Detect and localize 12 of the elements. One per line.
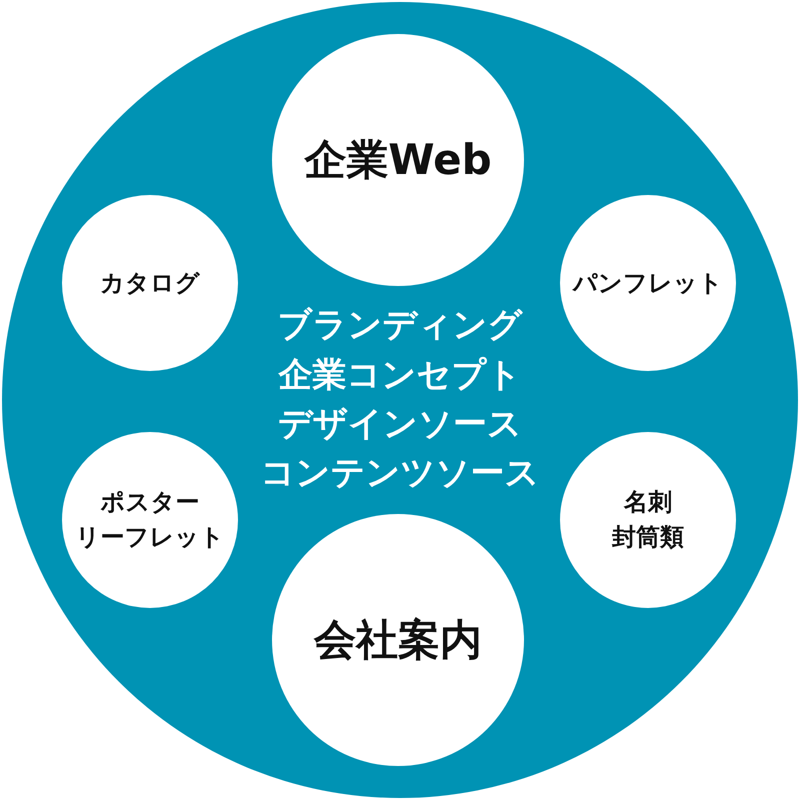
media-label: パンフレット — [571, 268, 724, 299]
keyword-text: 企業コンセプト — [277, 354, 522, 397]
keyword-text: デザインソース — [277, 403, 523, 446]
media-label: ポスター — [100, 487, 200, 518]
media-label: 企業Web — [303, 134, 493, 186]
media-label: カタログ — [99, 268, 201, 299]
keyword-text: コンテンツソース — [260, 452, 540, 496]
media-label: 封筒類 — [610, 522, 685, 553]
keyword-text: ブランディング — [276, 304, 524, 348]
media-label: 名刺 — [622, 487, 673, 518]
media-label: リーフレット — [74, 522, 226, 553]
media-label: 会社案内 — [312, 614, 483, 666]
